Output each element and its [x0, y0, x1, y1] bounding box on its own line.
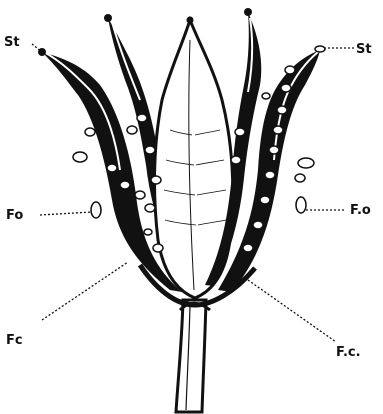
label-stigma-left: St: [4, 35, 20, 50]
label-ovule-right: F.o: [350, 203, 371, 218]
pedicel: [176, 300, 210, 412]
leader-carpel-left: [42, 262, 128, 320]
label-ovule-left: Fo: [6, 208, 23, 223]
leader-carpel-right: [248, 280, 336, 342]
label-carpel-left: Fc: [6, 333, 23, 348]
label-carpel-right: F.c.: [336, 345, 361, 360]
label-stigma-right: St: [356, 42, 372, 57]
leader-ovule-left: [40, 212, 92, 215]
